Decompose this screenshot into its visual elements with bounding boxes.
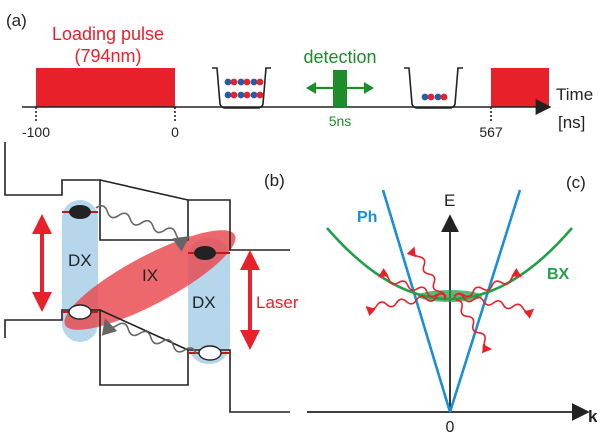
electron-left xyxy=(69,205,91,219)
panel-a: (a) Loading pulse (794nm) -100 0 567 Tim… xyxy=(6,11,593,140)
tick-label: 567 xyxy=(479,124,503,140)
laser-double-arrow-icon xyxy=(240,250,260,350)
photon-line-right xyxy=(448,189,522,413)
loading-pulse-wavelength: (794nm) xyxy=(74,46,141,66)
dx-right-label: DX xyxy=(192,293,216,312)
detection-window xyxy=(333,70,347,107)
time-axis-unit: [ns] xyxy=(558,113,585,132)
electron-right xyxy=(194,246,216,260)
tick-label: 0 xyxy=(171,124,179,140)
emission-arrow xyxy=(406,246,446,301)
emission-arrow xyxy=(365,292,447,317)
time-axis-label: Time xyxy=(556,85,593,104)
conduction-band xyxy=(4,142,290,251)
panel-b: (b) xyxy=(4,142,299,413)
valence-band xyxy=(4,309,290,413)
k-axis-label: k xyxy=(588,407,598,426)
panel-a-label: (a) xyxy=(6,11,27,30)
detection-width-label: 5ns xyxy=(329,113,352,129)
trap-icon-depleted xyxy=(404,67,463,109)
hole-left xyxy=(68,304,92,320)
origin-label: 0 xyxy=(446,419,455,434)
electron-tunneling-arrow xyxy=(95,205,190,252)
detection-arrow-right-icon xyxy=(364,82,374,94)
barrier-edge xyxy=(99,309,189,351)
hole-tunneling-arrow xyxy=(101,318,197,355)
bx-label: BX xyxy=(547,266,570,283)
photon-label: Ph xyxy=(357,209,377,226)
ix-label: IX xyxy=(142,266,158,285)
emission-arrow xyxy=(453,293,535,319)
detection-arrow-left-icon xyxy=(306,82,316,94)
loading-pulse-1 xyxy=(36,68,175,107)
ix-region xyxy=(64,230,236,330)
panel-b-label: (b) xyxy=(264,171,285,190)
emission-arrows xyxy=(365,246,535,354)
dx-left-label: DX xyxy=(68,251,92,270)
dx-left-double-arrow-icon xyxy=(32,214,52,312)
barrier-edge xyxy=(99,179,189,201)
loading-pulse-2 xyxy=(491,68,549,107)
panel-c: (c) E k 0 Ph BX xyxy=(307,173,598,434)
trap-icon-full xyxy=(212,67,271,109)
hole-right xyxy=(198,345,222,361)
panel-c-label: (c) xyxy=(566,173,586,192)
emission-arrow xyxy=(453,268,522,299)
loading-pulse-label: Loading pulse xyxy=(52,24,164,44)
e-axis-label: E xyxy=(444,191,455,210)
emission-arrow xyxy=(455,299,493,354)
tick-label: -100 xyxy=(22,124,50,140)
detection-label: detection xyxy=(303,47,376,67)
emission-arrow xyxy=(378,268,447,299)
laser-label: Laser xyxy=(256,293,299,312)
